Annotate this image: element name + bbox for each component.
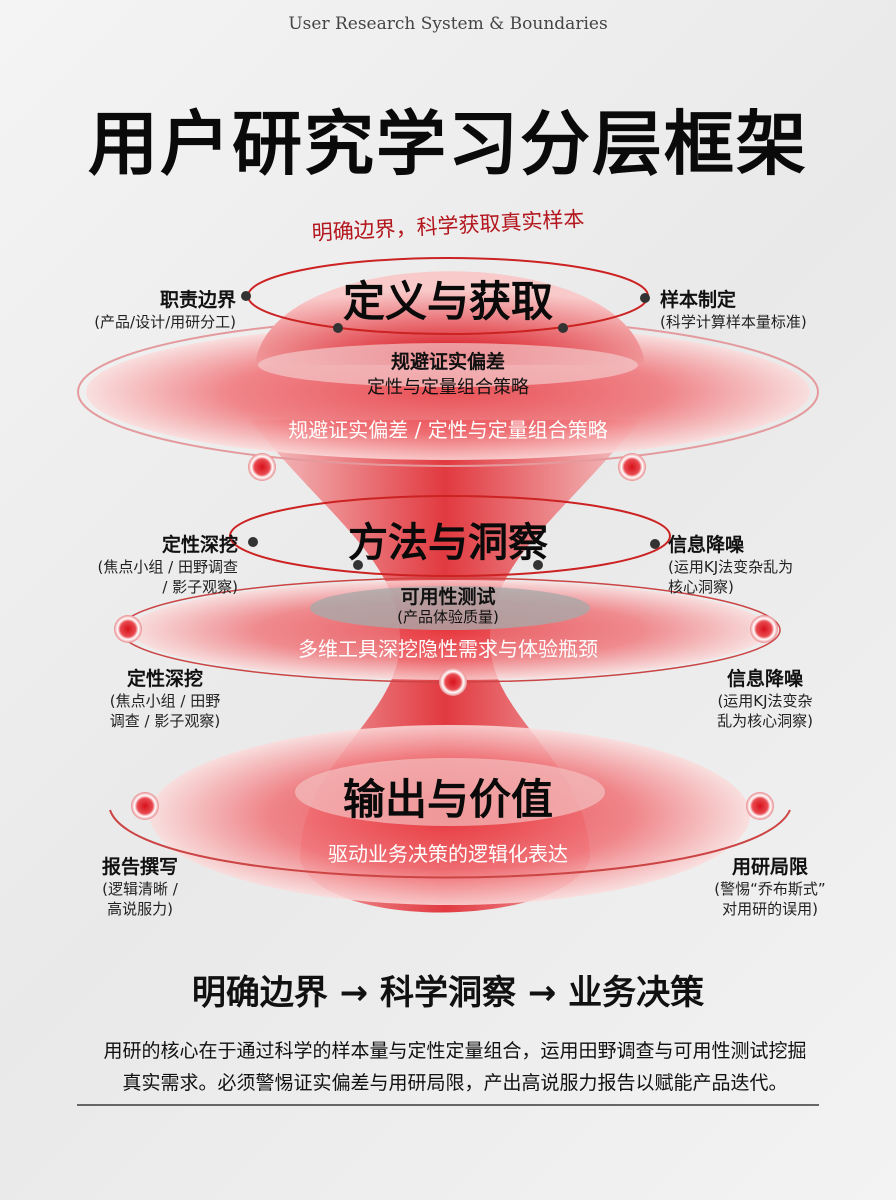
sample-setting-heading: 样本制定: [660, 289, 737, 311]
layer3-band-text: 驱动业务决策的逻辑化表达: [328, 842, 568, 866]
summary-paragraph: 用研的核心在于通过科学的样本量与定性定量组合，运用田野调查与可用性测试挖掘 真实…: [60, 1035, 850, 1099]
research-limits-detail-line: 对用研的误用): [722, 900, 818, 918]
report-writing-heading: 报告撰写: [101, 856, 178, 878]
english-subtitle: User Research System & Boundaries: [288, 14, 608, 34]
node-markers: [114, 453, 778, 820]
layer1-title: 定义与获取: [342, 277, 553, 326]
layer2-band-text: 多维工具深挖隐性需求与体验瓶颈: [298, 637, 598, 661]
layer2-inner-sub: (产品体验质量): [397, 608, 499, 626]
qualitative-deep-dive-heading: 定性深挖: [161, 534, 238, 556]
summary-line: 真实需求。必须警惕证实偏差与用研局限，产出高说服力报告以赋能产品迭代。: [122, 1072, 788, 1094]
noise-reduction-detail-line: 核心洞察): [668, 578, 734, 596]
report-writing-detail-line: (逻辑清晰 /: [102, 880, 178, 898]
layer1-inner-title: 规避证实偏差: [390, 351, 505, 373]
report-writing-detail-line: 高说服力): [107, 900, 173, 918]
layer1-band-text: 规避证实偏差 / 定性与定量组合策略: [288, 418, 608, 442]
layer2-inner-title: 可用性测试: [400, 586, 496, 608]
noise-reduction-detail-line: (运用KJ法变杂: [717, 692, 813, 710]
layer1-dome: [255, 271, 645, 365]
responsibility-boundary-detail: (产品/设计/用研分工): [94, 313, 236, 331]
research-limits-detail-line: (警惕“乔布斯式”: [714, 880, 826, 898]
summary-line: 用研的核心在于通过科学的样本量与定性定量组合，运用田野调查与可用性测试挖掘: [103, 1040, 807, 1062]
page-title: 用户研究学习分层框架: [88, 103, 808, 185]
noise-reduction-detail-line: (运用KJ法变杂乱为: [668, 558, 794, 576]
qualitative-detail-line: (焦点小组 / 田野: [109, 692, 221, 710]
flow-summary: 明确边界 → 科学洞察 → 业务决策: [191, 973, 705, 1013]
responsibility-boundary-heading: 职责边界: [159, 289, 236, 311]
layer3-title: 输出与价值: [342, 775, 553, 824]
sample-setting-detail: (科学计算样本量标准): [660, 313, 807, 331]
qualitative-deep-dive-heading-lower: 定性深挖: [126, 668, 203, 690]
layer2-title: 方法与洞察: [348, 520, 548, 566]
noise-reduction-detail-line: 乱为核心洞察): [717, 712, 813, 730]
research-limits-heading: 用研局限: [731, 856, 808, 878]
layer1-inner-sub: 定性与定量组合策略: [367, 377, 529, 398]
noise-reduction-heading-lower: 信息降噪: [726, 668, 803, 690]
qualitative-detail-line: / 影子观察): [162, 578, 238, 596]
qualitative-detail-line: 调查 / 影子观察): [109, 712, 221, 730]
divider: [77, 1104, 819, 1106]
qualitative-detail-line: (焦点小组 / 田野调查: [97, 558, 238, 576]
noise-reduction-heading: 信息降噪: [668, 534, 745, 556]
